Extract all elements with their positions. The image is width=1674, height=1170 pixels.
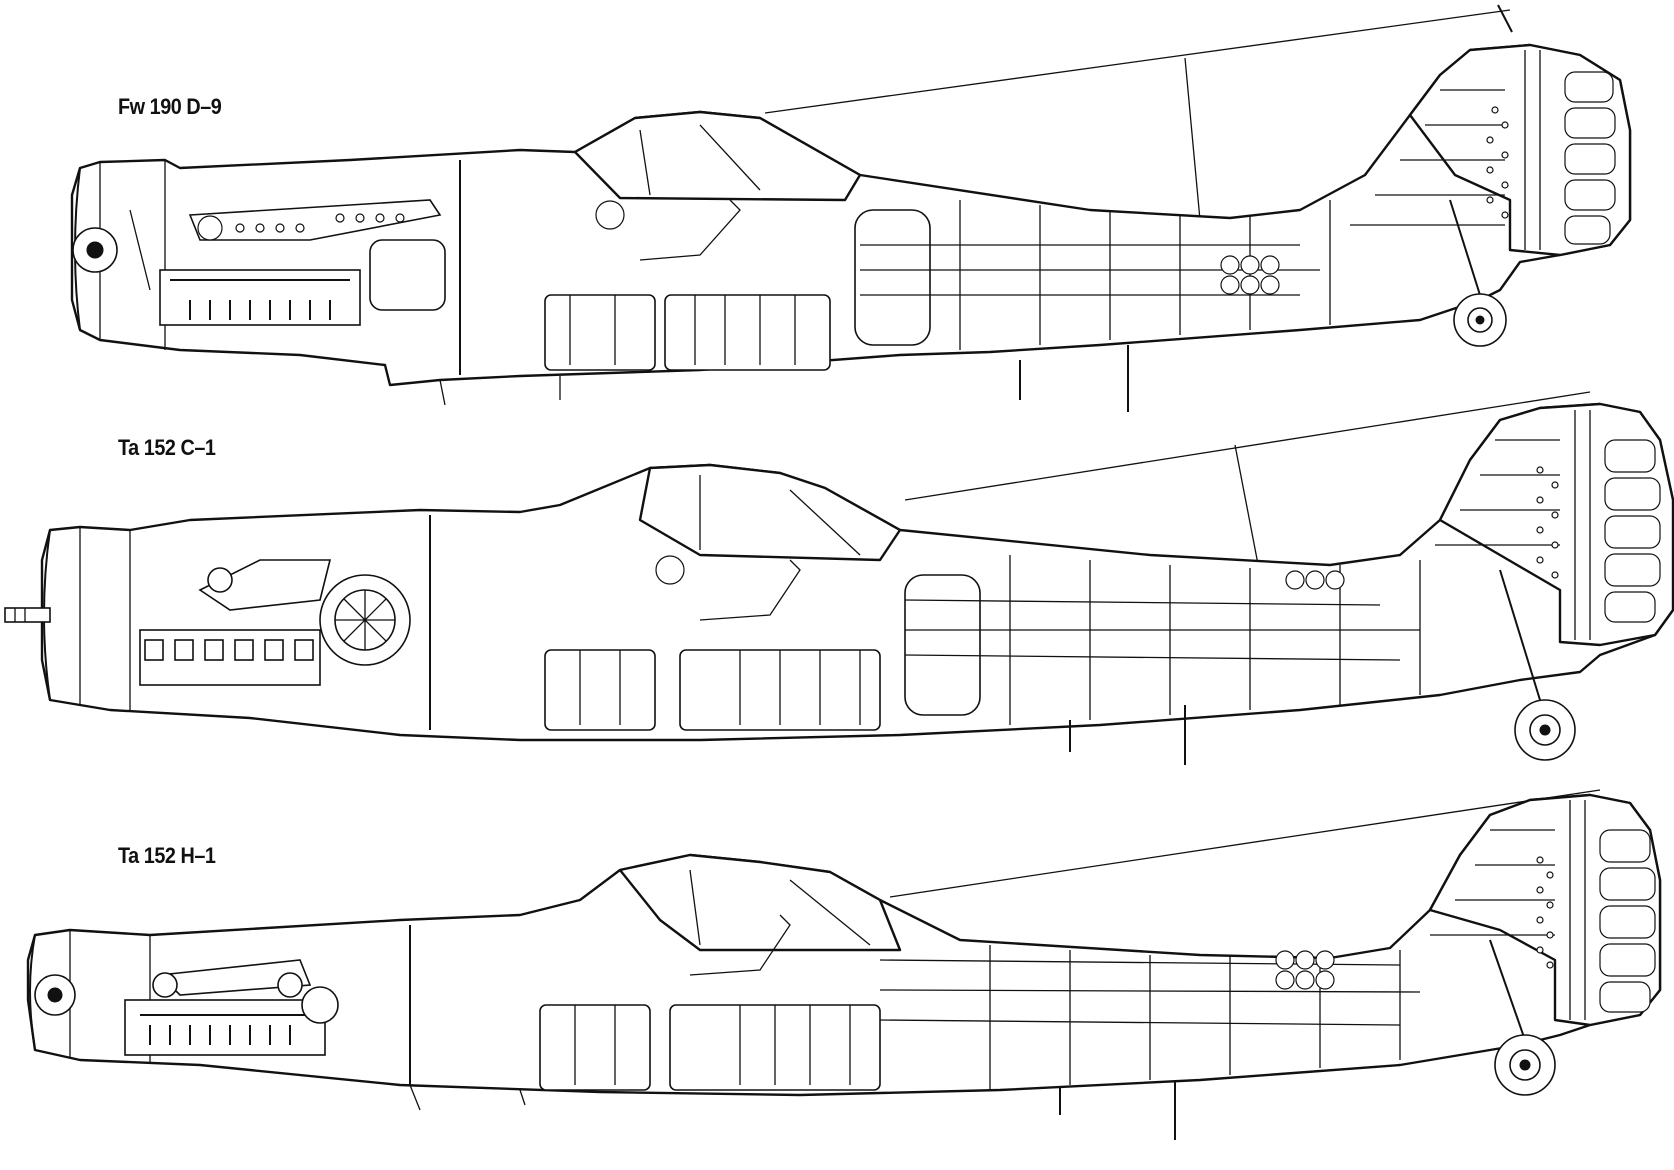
- aircraft-label-ta152h1: Ta 152 H–1: [118, 843, 216, 868]
- ta152h1-drawing: [26, 789, 1662, 1140]
- fw190d9-drawing: [70, 4, 1632, 412]
- aircraft-label-fw190d9: Fw 190 D–9: [118, 94, 222, 119]
- aircraft-label-ta152c1: Ta 152 C–1: [118, 435, 216, 460]
- ta152c1-drawing: [4, 391, 1674, 765]
